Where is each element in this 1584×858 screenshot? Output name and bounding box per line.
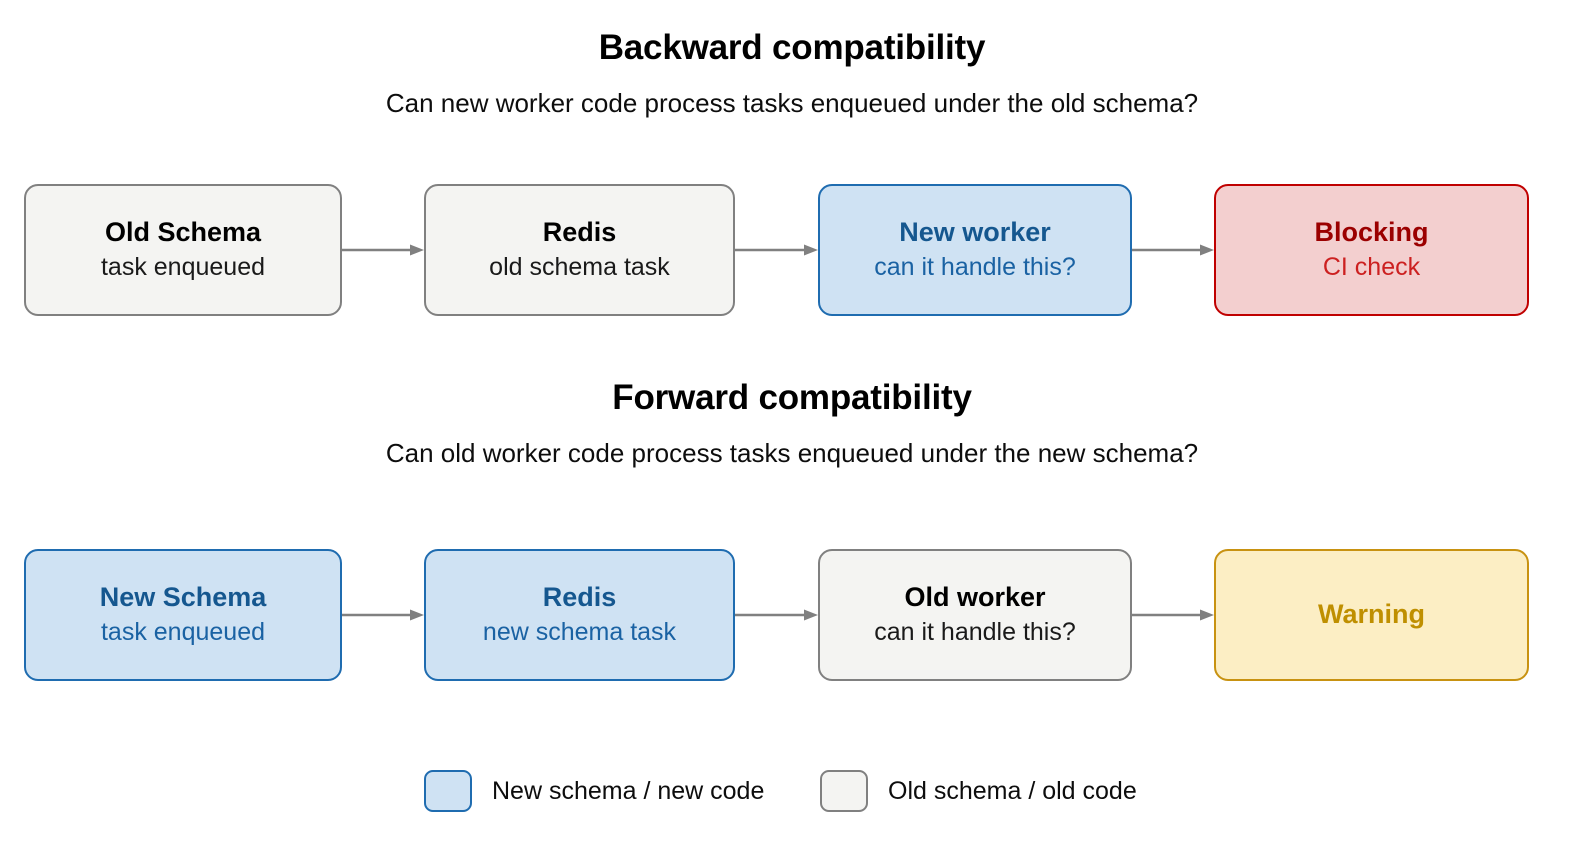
node-blocking-ci-check[interactable]: Blocking CI check — [1214, 184, 1529, 316]
node-redis-new[interactable]: Redis new schema task — [424, 549, 735, 681]
node-old-worker[interactable]: Old worker can it handle this? — [818, 549, 1132, 681]
arrow-right-icon — [342, 607, 426, 623]
legend-swatch-blue — [424, 770, 472, 812]
legend-item-old-schema: Old schema / old code — [820, 768, 1137, 814]
section-subtitle-backward: Can new worker code process tasks enqueu… — [385, 88, 1199, 118]
node-subtitle: old schema task — [489, 253, 670, 282]
arrow-right-icon — [1132, 242, 1216, 258]
node-new-schema[interactable]: New Schema task enqueued — [24, 549, 342, 681]
section-title-forward: Forward compatibility — [612, 378, 972, 417]
node-redis-old[interactable]: Redis old schema task — [424, 184, 735, 316]
node-title: Redis — [542, 217, 617, 248]
node-title: Warning — [1318, 599, 1425, 630]
node-title: Blocking — [1314, 217, 1429, 248]
arrow-right-icon — [735, 607, 820, 623]
node-old-schema[interactable]: Old Schema task enqueued — [24, 184, 342, 316]
node-subtitle: CI check — [1322, 253, 1421, 282]
arrow-right-icon — [735, 242, 820, 258]
node-subtitle: can it handle this? — [874, 618, 1076, 647]
node-title: Old worker — [904, 582, 1046, 613]
legend-swatch-grey — [820, 770, 868, 812]
legend-label: New schema / new code — [492, 776, 765, 805]
flow-row-backward: Old Schema task enqueued Redis old schem… — [0, 184, 1584, 316]
node-warning[interactable]: Warning — [1214, 549, 1529, 681]
legend-item-new-schema: New schema / new code — [424, 768, 764, 814]
node-new-worker[interactable]: New worker can it handle this? — [818, 184, 1132, 316]
arrow-right-icon — [342, 242, 426, 258]
node-subtitle: task enqueued — [100, 253, 266, 282]
node-subtitle: task enqueued — [100, 618, 266, 647]
node-title: Redis — [542, 582, 617, 613]
section-title-backward: Backward compatibility — [598, 28, 986, 67]
legend: New schema / new code Old schema / old c… — [0, 768, 1584, 818]
section-subtitle-forward: Can old worker code process tasks enqueu… — [385, 438, 1199, 468]
flow-row-forward: New Schema task enqueued Redis new schem… — [0, 549, 1584, 681]
node-title: New worker — [899, 217, 1051, 248]
arrow-right-icon — [1132, 607, 1216, 623]
legend-label: Old schema / old code — [888, 776, 1137, 805]
node-title: New Schema — [99, 582, 267, 613]
node-subtitle: new schema task — [482, 618, 677, 647]
node-title: Old Schema — [104, 217, 262, 248]
node-subtitle: can it handle this? — [874, 253, 1076, 282]
